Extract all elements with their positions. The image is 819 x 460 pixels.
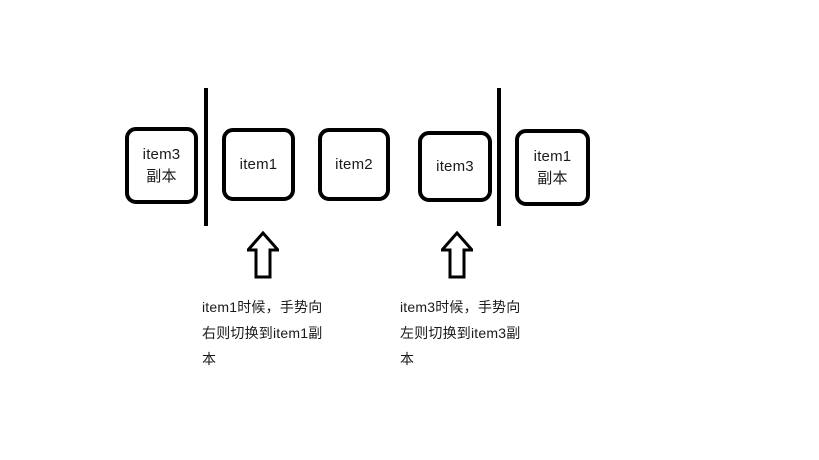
annotation-line: item1时候，手势向 xyxy=(202,299,323,315)
item-box-item1[interactable]: item1 xyxy=(222,128,295,201)
item-box-label-line1: item3 xyxy=(142,145,181,163)
arrow-up-icon-left xyxy=(247,231,279,279)
arrow-up-icon-right xyxy=(441,231,473,279)
boundary-line-right xyxy=(497,88,501,226)
annotation-line: 右则切换到item1副 xyxy=(202,325,323,341)
annotation-line: 本 xyxy=(202,351,217,367)
annotation-text-left: item1时候，手势向 右则切换到item1副 本 xyxy=(202,294,352,372)
item-box-item3-copy-left[interactable]: item3 副本 xyxy=(125,127,198,204)
annotation-line: 本 xyxy=(400,351,415,367)
item-box-item1-copy-right[interactable]: item1 副本 xyxy=(515,129,590,206)
annotation-text-right: item3时候，手势向 左则切换到item3副 本 xyxy=(400,294,550,372)
item-box-label-line2: 副本 xyxy=(537,169,568,187)
annotation-line: 左则切换到item3副 xyxy=(400,325,521,341)
item-box-label-line1: item2 xyxy=(335,155,373,173)
boundary-line-left xyxy=(204,88,208,226)
item-box-label-line2: 副本 xyxy=(146,167,177,185)
item-box-label-line1: item1 xyxy=(533,147,572,165)
annotation-line: item3时候，手势向 xyxy=(400,299,521,315)
item-box-label-line1: item1 xyxy=(239,155,278,173)
item-box-item2[interactable]: item2 xyxy=(318,128,390,201)
item-box-item3[interactable]: item3 xyxy=(418,131,492,202)
item-box-label-line1: item3 xyxy=(436,157,474,175)
